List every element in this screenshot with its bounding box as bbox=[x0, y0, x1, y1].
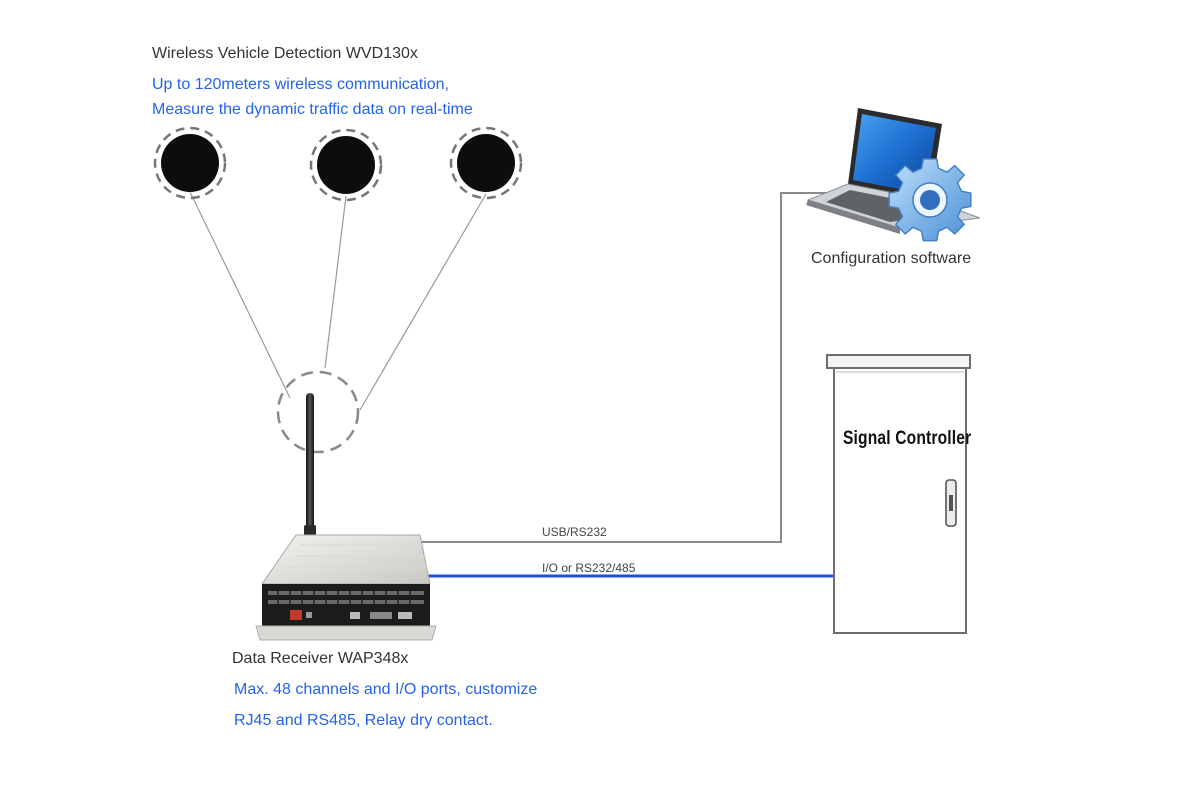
sensor-link-1 bbox=[189, 191, 291, 399]
wvd-desc-line-2: Measure the dynamic traffic data on real… bbox=[152, 101, 473, 118]
cabinet-handle bbox=[945, 479, 957, 527]
data-receiver-device bbox=[255, 534, 437, 641]
usb-rs232-link-line bbox=[412, 192, 838, 543]
sensor-links bbox=[189, 191, 487, 411]
io-rs232-485-label: I/O or RS232/485 bbox=[542, 561, 636, 575]
sensor-2 bbox=[309, 128, 383, 202]
receiver-desc-line-1: Max. 48 channels and I/O ports, customiz… bbox=[234, 681, 538, 698]
receiver-title: Data Receiver WAP348x bbox=[232, 650, 409, 667]
wvd-desc-line-1: Up to 120meters wireless communication, bbox=[152, 76, 450, 93]
wvd-title: Wireless Vehicle Detection WVD130x bbox=[152, 45, 418, 62]
sensor-link-2 bbox=[324, 195, 347, 369]
signal-controller-cabinet bbox=[826, 354, 971, 634]
gear-icon bbox=[888, 158, 972, 242]
sensor-3 bbox=[449, 126, 523, 200]
config-software-label: Configuration software bbox=[811, 250, 972, 267]
sensor-1 bbox=[153, 126, 227, 200]
antenna-icon bbox=[304, 393, 316, 547]
receiver-desc-line-2: RJ45 and RS485, Relay dry contact. bbox=[234, 712, 493, 729]
antenna-range-circle bbox=[276, 370, 360, 454]
signal-controller-title: Signal Controller bbox=[843, 428, 972, 449]
usb-rs232-label: USB/RS232 bbox=[542, 525, 607, 539]
sensor-link-3 bbox=[359, 193, 487, 411]
